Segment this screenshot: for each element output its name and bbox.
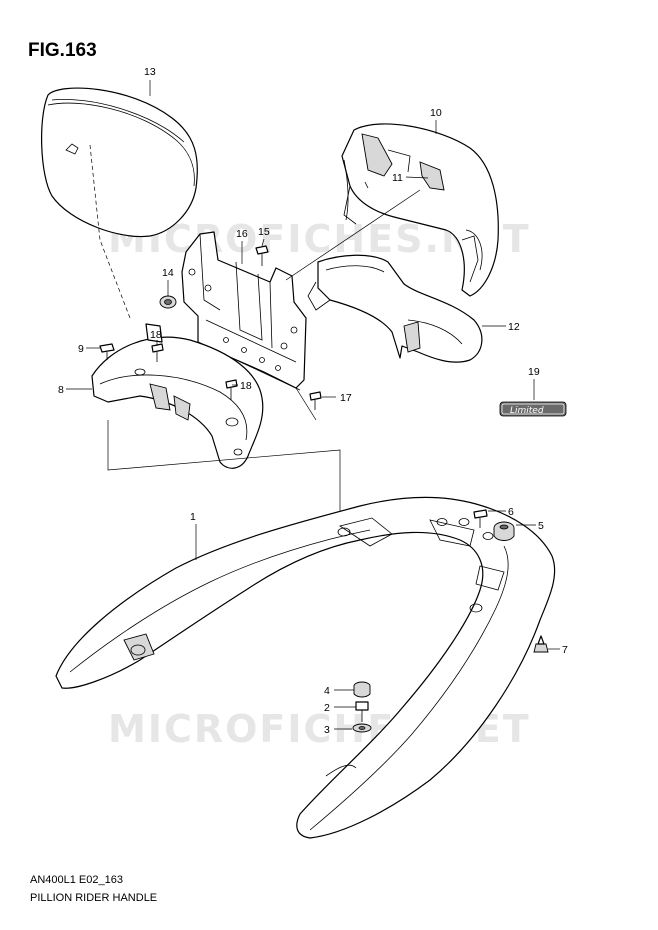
svg-text:18: 18 xyxy=(150,329,162,341)
svg-text:1: 1 xyxy=(190,511,196,523)
svg-text:8: 8 xyxy=(58,384,64,396)
callout-4: 4 xyxy=(324,685,354,697)
grommet-14 xyxy=(159,295,177,309)
callout-19: 19 xyxy=(528,366,540,400)
callout-15: 15 xyxy=(258,226,270,247)
callout-3: 3 xyxy=(324,724,352,736)
callout-7: 7 xyxy=(548,644,568,656)
figure-number: FIG.163 xyxy=(28,40,97,61)
guide-line-bracket-2 xyxy=(295,387,317,421)
svg-text:17: 17 xyxy=(340,392,352,404)
diagram-title: PILLION RIDER HANDLE xyxy=(30,892,158,904)
limited-emblem-19: Limited xyxy=(499,401,567,417)
svg-text:4: 4 xyxy=(324,685,330,697)
washer-3 xyxy=(352,723,372,733)
svg-text:11: 11 xyxy=(392,172,403,184)
cap-4 xyxy=(353,681,371,698)
bolt-17 xyxy=(309,391,322,410)
svg-text:2: 2 xyxy=(324,702,330,714)
svg-text:10: 10 xyxy=(430,107,442,119)
svg-text:6: 6 xyxy=(508,506,514,518)
model-code: AN400L1 E02_163 xyxy=(30,874,123,886)
svg-text:3: 3 xyxy=(324,724,330,736)
callout-1: 1 xyxy=(190,511,197,560)
screw-9 xyxy=(99,343,115,360)
callout-14: 14 xyxy=(162,267,174,296)
pillion-handle-1 xyxy=(55,496,556,839)
callout-11: 11 xyxy=(392,172,429,184)
callout-18-left: 18 xyxy=(150,329,162,346)
svg-text:12: 12 xyxy=(508,321,520,333)
bolt-6 xyxy=(473,509,488,528)
trim-panel-12 xyxy=(307,254,483,363)
callout-6: 6 xyxy=(488,506,514,518)
svg-text:14: 14 xyxy=(162,267,174,279)
callout-2: 2 xyxy=(324,702,356,714)
svg-text:5: 5 xyxy=(538,520,544,532)
svg-text:13: 13 xyxy=(144,66,156,78)
guide-line-bracket xyxy=(107,420,341,528)
svg-text:18: 18 xyxy=(240,380,252,392)
callout-9: 9 xyxy=(78,343,100,355)
backrest-cover-10 xyxy=(341,123,499,297)
bracket-base-8 xyxy=(91,323,264,469)
svg-text:15: 15 xyxy=(258,226,270,238)
guide-line-cover xyxy=(285,189,421,281)
backrest-pad-13 xyxy=(41,87,198,319)
callout-10: 10 xyxy=(430,107,442,134)
svg-text:7: 7 xyxy=(562,644,568,656)
callout-18-right: 18 xyxy=(232,380,252,392)
bolt-15 xyxy=(255,245,269,266)
bolt-18-left xyxy=(151,343,164,362)
svg-text:19: 19 xyxy=(528,366,540,378)
emblem-text: Limited xyxy=(510,406,544,416)
callout-13: 13 xyxy=(144,66,156,96)
clip-7 xyxy=(533,635,549,653)
cushion-5 xyxy=(493,521,515,541)
bolt-18-right xyxy=(225,379,238,400)
callout-12: 12 xyxy=(482,321,520,333)
callout-16: 16 xyxy=(236,228,248,264)
svg-text:16: 16 xyxy=(236,228,248,240)
callout-5: 5 xyxy=(516,520,544,532)
callout-8: 8 xyxy=(58,384,92,396)
svg-text:9: 9 xyxy=(78,343,84,355)
callout-17: 17 xyxy=(322,392,352,404)
